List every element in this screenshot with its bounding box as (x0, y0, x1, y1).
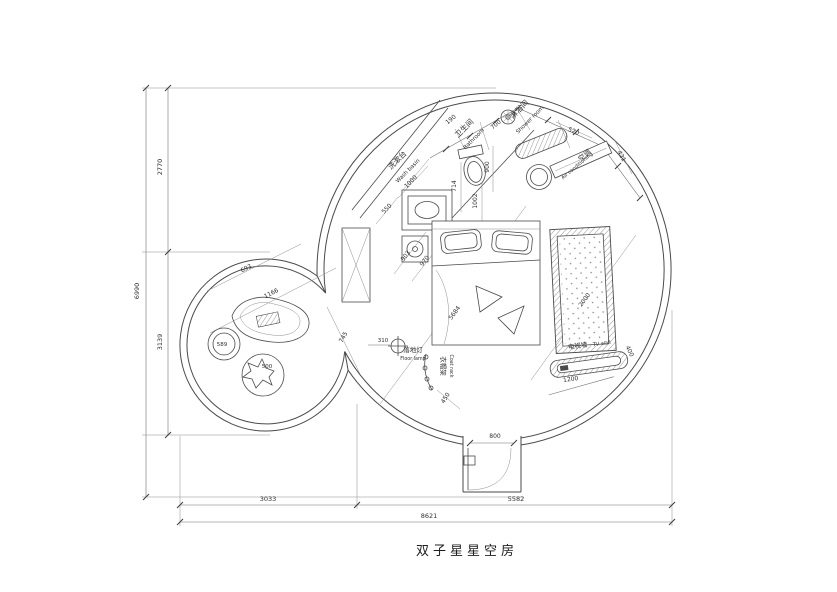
dimension-chain-left (142, 84, 524, 501)
dim-6990: 6990 (133, 283, 141, 300)
coat-rack (422, 353, 434, 391)
dim-700: 700 (489, 118, 502, 131)
dim-800: 800 (489, 433, 501, 440)
room-label-tvwall-zh: 电视墙 (567, 340, 588, 352)
bed-pillow-right (491, 230, 533, 255)
dim-693: 693 (240, 263, 254, 275)
dim-500: 500 (262, 364, 273, 370)
secondary-room-wall (179, 258, 349, 432)
dim-8621: 8621 (421, 512, 438, 520)
stool (526, 164, 552, 190)
dim-3139: 3139 (156, 334, 164, 351)
shower-head-icon (500, 109, 516, 125)
bathtub (231, 296, 310, 343)
floor-lamp (368, 336, 408, 356)
shower-bench (515, 128, 568, 159)
small-stool (207, 327, 241, 361)
dim-520: 520 (567, 126, 580, 137)
bathroom-partition-walls (351, 99, 535, 219)
room-label-floorlamp-en: Floor lamp (400, 356, 425, 362)
dim-421: 421 (616, 150, 628, 164)
room-passage-wall-caps (316, 275, 349, 371)
dim-400: 400 (624, 345, 635, 359)
dim-310: 310 (378, 338, 389, 344)
dimension-chain-bottom (176, 310, 676, 526)
nightstand (401, 235, 429, 263)
dim-714: 714 (451, 180, 458, 192)
dim-3033: 3033 (260, 495, 277, 503)
dim-903: 903 (400, 249, 413, 262)
wardrobe-cabinet (341, 227, 371, 303)
dim-589: 589 (217, 342, 228, 348)
dimension-chain-top (402, 104, 644, 202)
entry-door-swing-arc (467, 447, 512, 491)
room-label-washbasin-zh: 洗漱台 (385, 148, 408, 171)
dim-550: 550 (380, 202, 393, 215)
dim-190: 190 (444, 113, 457, 126)
dim-450: 450 (440, 391, 452, 405)
dim-1002: 1002 (472, 193, 479, 208)
vanity-counter (401, 189, 453, 231)
room-label-coatrack-zh: 衣帽架 (439, 356, 448, 376)
bed-pillow-left (440, 229, 482, 254)
dim-5582: 5582 (508, 495, 525, 503)
entry-vestibule (462, 436, 522, 493)
bed (431, 220, 541, 346)
dim-745: 745 (338, 330, 350, 344)
entry-equipment-box (463, 455, 476, 466)
bed-blanket-folds (475, 285, 525, 335)
drawing-title: 双子星星空房 (415, 544, 519, 559)
dim-970: 970 (419, 254, 432, 267)
dim-900: 900 (484, 161, 491, 173)
dim-2770: 2770 (156, 159, 164, 176)
tv-wall-unit (548, 351, 629, 396)
entry-door (466, 439, 518, 491)
dim-1200: 1200 (563, 375, 579, 384)
room-label-coatrack-en: Coat rack (448, 355, 454, 378)
decor-plant (241, 353, 285, 397)
entry-opening (463, 434, 521, 449)
rug (549, 226, 617, 354)
room-label-floorlamp-zh: 落地灯 (403, 345, 423, 354)
air-conditioner-unit (549, 140, 613, 179)
room-label-tvwall-en: TV wall (592, 340, 612, 349)
toilet (457, 144, 486, 186)
